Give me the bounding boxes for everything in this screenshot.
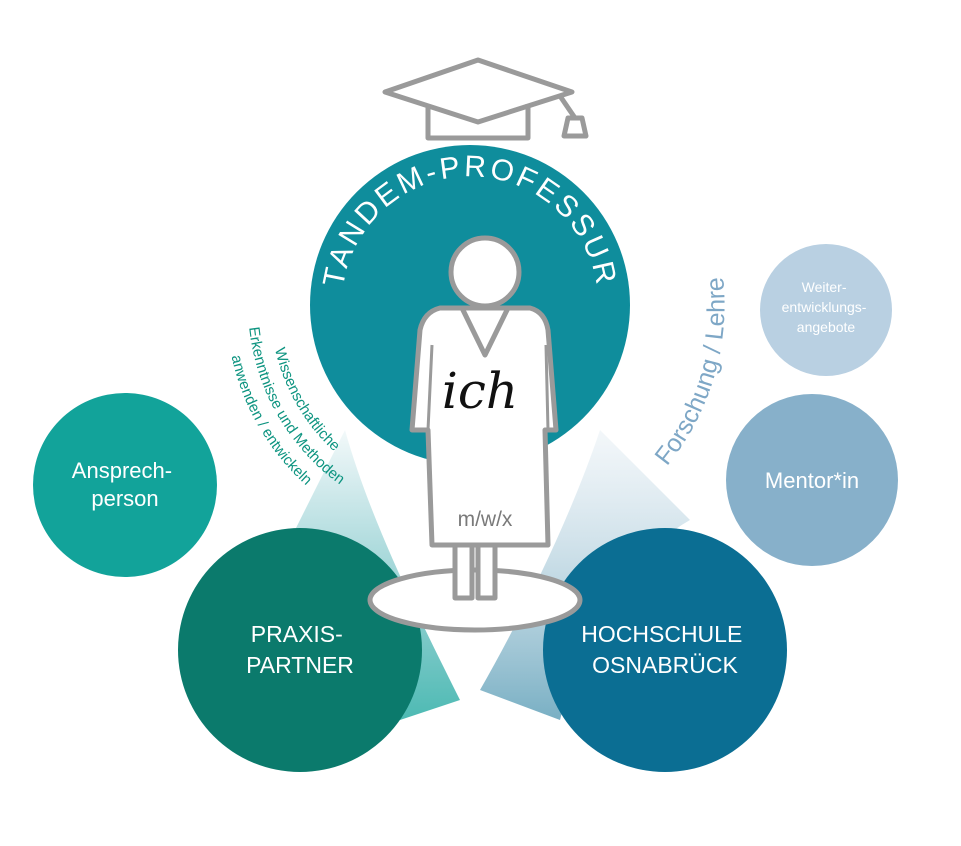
praxispartner-circle <box>178 528 422 772</box>
ansprechperson-circle <box>33 393 217 577</box>
weiterentwicklung-circle <box>760 244 892 376</box>
ich-label: ich <box>442 362 518 420</box>
gender-label: m/w/x <box>458 508 513 531</box>
ansprechperson-label: Ansprech- person <box>72 458 178 511</box>
graduation-cap-icon <box>382 57 589 141</box>
mentor-circle <box>726 394 898 566</box>
forschung-lehre-note: Forschung / Lehre <box>649 276 730 470</box>
mentor-label: Mentor*in <box>765 468 859 493</box>
praxispartner-label: PRAXIS- PARTNER <box>246 621 354 678</box>
person-icon <box>409 235 559 601</box>
hochschule-circle <box>543 528 787 772</box>
platform <box>367 567 583 633</box>
weiterentwicklung-label: Weiter- entwicklungs- angebote <box>782 279 871 335</box>
hochschule-label: HOCHSCHULE OSNABRÜCK <box>581 621 748 678</box>
